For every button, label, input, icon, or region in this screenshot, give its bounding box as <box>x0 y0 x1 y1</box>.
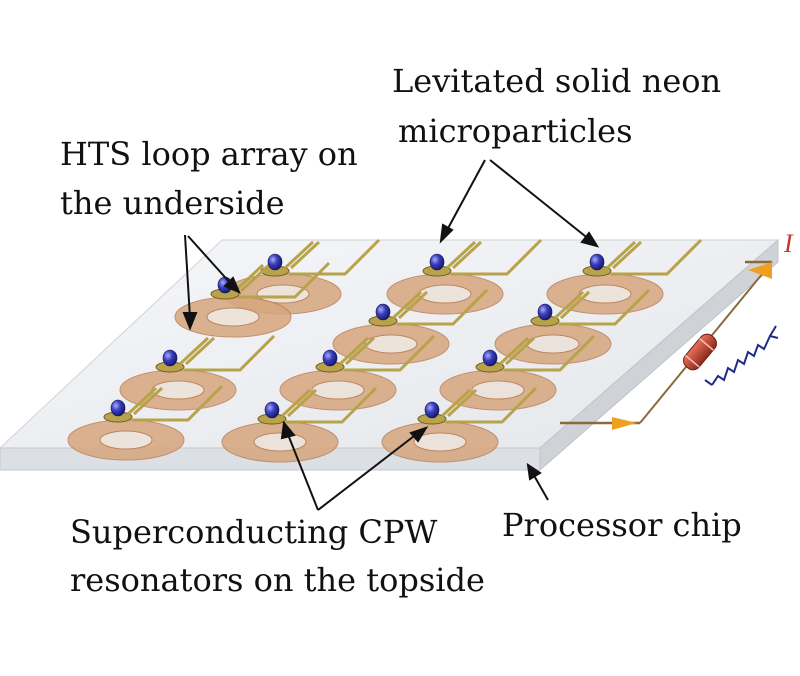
neon-particle-icon <box>589 253 605 271</box>
hts-loop-hole <box>99 430 153 450</box>
cpw-rail <box>504 336 536 366</box>
cpw-callout-right <box>317 432 419 511</box>
cpw-rail <box>553 290 585 320</box>
cpw-rail <box>391 290 423 320</box>
cpw-rail <box>239 263 271 293</box>
cpw-rail <box>498 336 530 366</box>
cpw-rail <box>397 290 429 320</box>
neon-callout-left-head <box>439 223 454 244</box>
hts-loop-hole <box>364 334 418 354</box>
neon-particle-icon <box>537 303 553 321</box>
hts-loop-hole <box>311 380 365 400</box>
cpw-rail <box>289 238 381 276</box>
neon-callout-left <box>445 159 486 233</box>
neon-particle-icon <box>267 253 283 271</box>
chip-label: Processor chip <box>502 506 742 544</box>
hts-loop-hole <box>206 307 260 327</box>
hts-loop-hole <box>413 432 467 452</box>
chip-callout-head <box>526 462 542 481</box>
current-arrow-icon <box>748 262 772 279</box>
cpw-rail <box>132 386 164 416</box>
cpw-rail <box>446 386 538 424</box>
neon-particle-icon <box>264 401 280 419</box>
cpw-rail <box>132 384 224 422</box>
neon-particle-array <box>110 253 605 419</box>
cpw-rail <box>344 336 376 366</box>
cpw-rail <box>239 261 331 299</box>
cpw-rail <box>338 336 370 366</box>
callout-arrows <box>182 159 600 511</box>
cpw-rail <box>344 334 436 372</box>
hts-loop-hole <box>253 432 307 452</box>
cpw-rail <box>286 388 318 418</box>
current-arrow-icon <box>612 417 637 430</box>
cpw-rail <box>446 388 478 418</box>
cpw-rail <box>611 240 643 270</box>
hts-loop-hole <box>471 380 525 400</box>
cpw-rail <box>445 240 477 270</box>
neon-particle-icon <box>162 349 178 367</box>
cpw-rail <box>184 334 276 372</box>
hts-callout-stem <box>184 234 191 319</box>
cpw-rail <box>397 288 489 326</box>
cpw-rail <box>126 386 158 416</box>
neon-particle-icon <box>375 303 391 321</box>
neon-particle-icon <box>482 349 498 367</box>
cpw-rail <box>178 336 210 366</box>
hts-callout-branch <box>187 235 233 286</box>
cpw-rail <box>504 334 596 372</box>
neon-particle-icon <box>322 349 338 367</box>
cpw-label-line2: resonators on the topside <box>70 561 485 599</box>
neon-particle-icon <box>110 399 126 417</box>
neon-label-line1: Levitated solid neon <box>392 62 721 100</box>
cpw-rail <box>289 240 321 270</box>
neon-callout-right <box>489 159 591 241</box>
hts-loop-hole <box>526 334 580 354</box>
cpw-callout-left-head <box>280 420 296 440</box>
neon-particle-icon <box>429 253 445 271</box>
neon-particle-icon <box>424 401 440 419</box>
hts-label-line1: HTS loop array on <box>60 135 358 173</box>
cpw-rail <box>611 238 703 276</box>
cpw-label-line1: Superconducting CPW <box>70 513 437 551</box>
current-label: I <box>783 229 794 258</box>
coil-lead <box>704 379 713 386</box>
cpw-rail <box>451 240 483 270</box>
neon-callout-right-head <box>580 231 600 248</box>
cpw-rail <box>559 290 591 320</box>
hts-callout-branch-head <box>223 276 241 294</box>
neon-label-line2: microparticles <box>398 112 633 150</box>
coil-icon <box>711 334 779 386</box>
coil-lead <box>769 325 777 337</box>
cpw-resonator-array <box>103 238 703 425</box>
cpw-rail <box>559 288 651 326</box>
cpw-rail <box>451 238 543 276</box>
cpw-rail <box>233 263 265 293</box>
cpw-rail <box>286 386 378 424</box>
chip-side-face <box>539 238 779 472</box>
hts-label-line2: the underside <box>60 184 285 222</box>
cpw-rail <box>283 240 315 270</box>
hts-callout-stem-head <box>182 312 198 331</box>
cpw-callout-right-head <box>409 426 429 443</box>
cpw-rail <box>605 240 637 270</box>
cpw-callout-left <box>286 431 319 511</box>
cpw-rail <box>440 388 472 418</box>
resistor-icon <box>683 333 717 371</box>
cpw-rail <box>184 336 216 366</box>
external-circuit <box>560 260 779 430</box>
cpw-rail <box>280 388 312 418</box>
